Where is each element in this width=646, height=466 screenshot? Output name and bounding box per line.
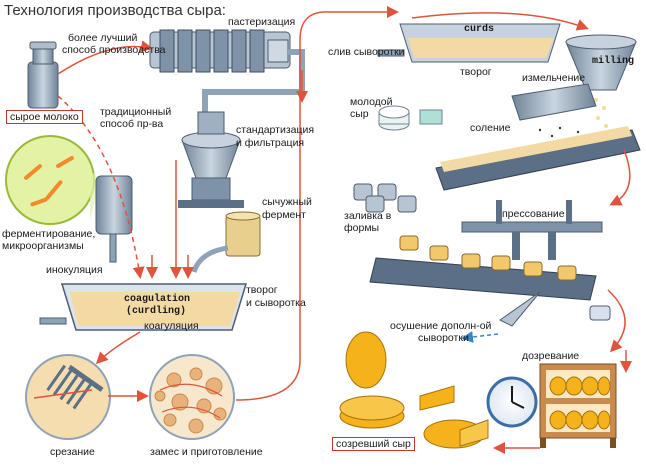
- label-rennet-2: фермент: [262, 209, 306, 221]
- label-raw-milk: сырое молоко: [6, 110, 83, 125]
- ripe-cheese: [339, 331, 489, 449]
- label-traditional-1: традиционный: [100, 106, 172, 118]
- label-grinding: измельчение: [522, 72, 586, 84]
- label-fermentation-2: микроорганизмы: [2, 240, 84, 252]
- salt-bin: [511, 83, 597, 148]
- label-whey-drain: слив сыворотки: [328, 46, 405, 58]
- label-curd-whey-1: творог: [246, 284, 278, 296]
- label-standardization-2: и фильтрация: [236, 137, 305, 149]
- label-curd-whey-2: и сыворотка: [246, 297, 306, 309]
- separator: [178, 111, 244, 208]
- label-pressing: прессование: [502, 208, 565, 220]
- curds-trough: [377, 23, 561, 63]
- label-pasteurization: пастеризация: [228, 16, 296, 28]
- rennet-tank: [191, 211, 261, 273]
- label-rennet-1: сычужный: [262, 196, 312, 208]
- culture-tank: [95, 175, 133, 263]
- molds: [353, 183, 417, 213]
- kneading-view: [149, 354, 235, 440]
- label-inoculation: инокуляция: [46, 264, 103, 276]
- label-young-cheese-2: сыр: [350, 108, 369, 120]
- label-drying-1: осушение дополн-ой: [390, 320, 492, 332]
- label-coagulation-ru: коагуляция: [144, 320, 199, 332]
- label-standardization-1: стандартизация: [236, 124, 315, 136]
- label-tvorog: творог: [460, 66, 492, 78]
- label-salting: соление: [470, 122, 511, 134]
- label-drying-2: сыворотки: [418, 332, 469, 344]
- label-fermentation-1: ферментирование,: [2, 228, 96, 240]
- whey-drain-arrow: [461, 330, 499, 343]
- page-title: Технология производства сыра:: [4, 2, 226, 19]
- label-ripe-cheese: созревший сыр: [332, 437, 415, 452]
- label-young-cheese-1: молодой: [350, 96, 393, 108]
- label-fill-molds-1: заливка в: [344, 210, 392, 222]
- press: [461, 200, 603, 260]
- salting-conveyor: [435, 126, 641, 191]
- label-better-method-2: способ производства: [62, 44, 166, 56]
- label-coagulation-en-1: coagulation: [124, 294, 191, 305]
- label-ripening: дозревание: [522, 350, 580, 362]
- label-cutting: срезание: [50, 446, 95, 458]
- pressing-conveyor: [369, 235, 611, 327]
- label-curds: curds: [464, 24, 495, 35]
- milling-hopper: [565, 34, 637, 128]
- young-cheese: [378, 105, 443, 131]
- cutting-view: [25, 354, 111, 440]
- ripening-shelf: [539, 363, 617, 448]
- label-better-method-1: более лучший: [68, 32, 138, 44]
- label-coagulation-en-2: (curdling): [126, 306, 187, 317]
- bacteria-view: [5, 135, 100, 225]
- label-milling: milling: [592, 56, 635, 67]
- label-traditional-2: способ пр-ва: [100, 118, 164, 130]
- pasteurizer: [149, 29, 305, 112]
- label-kneading: замес и приготовление: [150, 446, 263, 458]
- clock-icon: [486, 376, 538, 428]
- label-fill-molds-2: формы: [344, 222, 380, 234]
- milk-can: [27, 41, 59, 109]
- coagulation-vat: [39, 283, 248, 331]
